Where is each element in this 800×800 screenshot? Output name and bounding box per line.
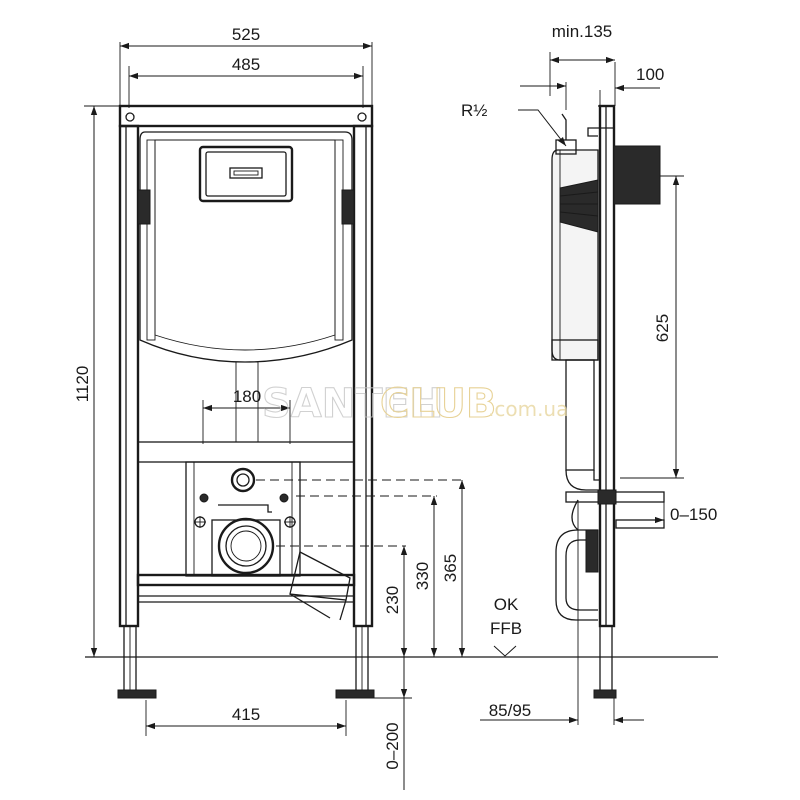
bolt-upper-right: [279, 493, 289, 503]
side-flush-pipe: [565, 359, 595, 471]
side-foot: [593, 689, 617, 699]
label-525: 525: [232, 25, 260, 44]
right-foot: [335, 689, 375, 699]
label-r-half: R½: [461, 101, 487, 120]
bolt-upper-left: [199, 493, 209, 503]
right-bracket: [341, 189, 355, 225]
label-85-95: 85/95: [489, 701, 532, 720]
right-post: [352, 124, 374, 628]
side-drain-bracket: [615, 519, 665, 529]
label-0-200: 0–200: [383, 722, 402, 769]
label-230: 230: [383, 586, 402, 614]
flush-plate-opening: [198, 145, 294, 203]
dimension-labels: 525 485 1120 180 365 330 230 0–200 415 m…: [73, 22, 717, 770]
label-ok: OK: [494, 595, 519, 614]
cross-bar-upper: [137, 441, 355, 463]
label-ffb: FFB: [490, 619, 522, 638]
drain-outlet: [217, 517, 275, 575]
top-rail-hole-left: [125, 112, 135, 122]
label-min-135: min.135: [552, 22, 612, 41]
left-bracket: [137, 189, 151, 225]
side-drain-bend: [555, 529, 598, 621]
side-leg: [599, 625, 613, 693]
watermark: SANTEH CLUB .com.ua: [261, 380, 568, 427]
cross-bar-lower: [136, 573, 356, 587]
side-view: [551, 62, 684, 725]
flush-button: [229, 167, 263, 179]
label-100: 100: [636, 65, 664, 84]
front-view: [117, 42, 465, 699]
watermark-club: CLUB: [380, 381, 496, 427]
watermark-domain: .com.ua: [488, 397, 568, 421]
watermark-santeh: SANTEH: [262, 381, 443, 427]
cistern-tank: [139, 131, 353, 363]
left-foot: [117, 689, 157, 699]
label-180: 180: [233, 387, 261, 406]
top-rail: [118, 104, 374, 128]
label-625: 625: [653, 314, 672, 342]
dimension-lines: [84, 42, 680, 790]
top-rail-hole-right: [357, 112, 367, 122]
label-1120: 1120: [73, 366, 92, 403]
label-330: 330: [413, 562, 432, 590]
label-485: 485: [232, 55, 260, 74]
side-frame-post: [598, 104, 616, 628]
supply-connection: [230, 467, 256, 493]
label-0-150: 0–150: [670, 505, 717, 524]
label-415: 415: [232, 705, 260, 724]
left-post: [118, 124, 140, 628]
label-365: 365: [441, 554, 460, 582]
side-flush-actuator: [613, 145, 661, 205]
